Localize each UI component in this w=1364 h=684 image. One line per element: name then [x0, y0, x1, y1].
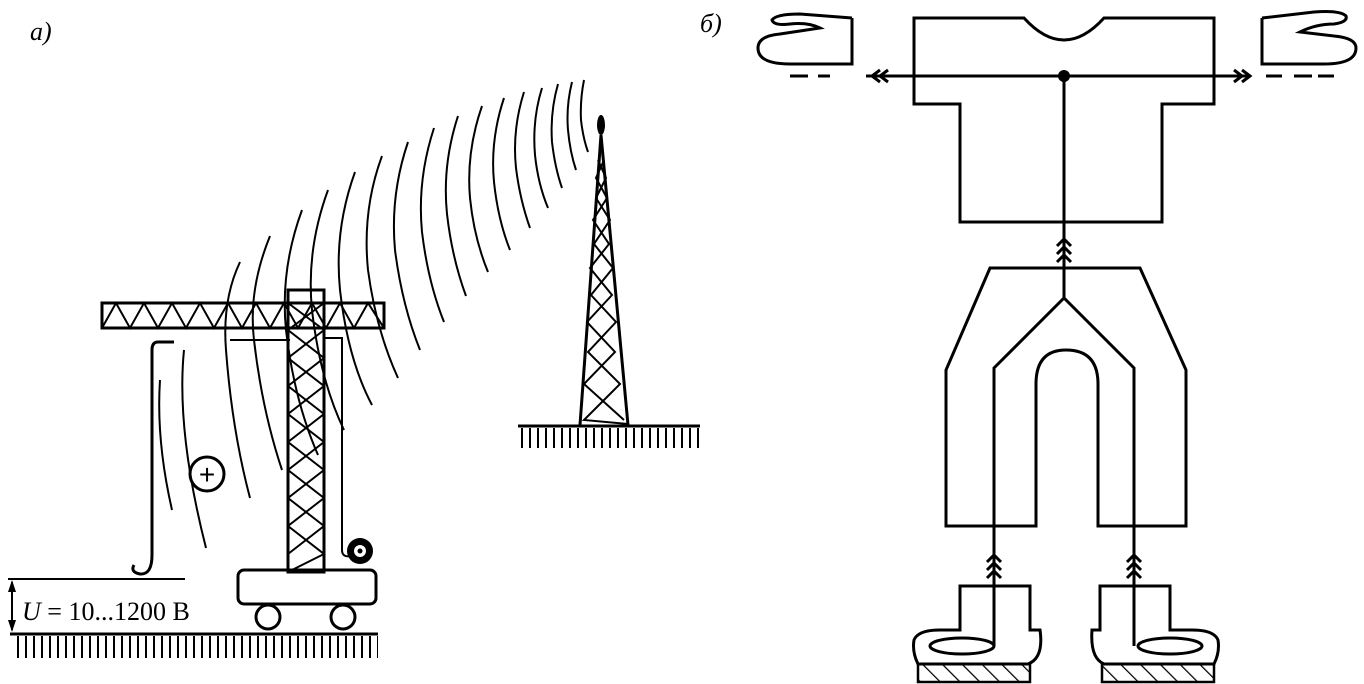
em-wave-arcs	[158, 79, 589, 549]
sleeve-conductor	[866, 68, 1253, 84]
crane-boom	[100, 300, 386, 331]
voltage-dimension: U = 10...1200 В	[8, 578, 190, 632]
ground-a	[10, 632, 378, 658]
crane-cart	[236, 568, 378, 631]
right-glove	[1260, 10, 1358, 78]
winch-rope	[324, 337, 353, 558]
tower-ground	[518, 424, 700, 448]
leg-conductor-left	[985, 526, 1003, 646]
svg-text:+: +	[199, 459, 215, 490]
left-glove	[756, 12, 854, 78]
body-conductor	[1055, 76, 1073, 298]
panel-a: а) U = 10...1200 В	[8, 17, 700, 658]
positive-charge-symbol: +	[188, 455, 226, 493]
cable-drum	[347, 538, 373, 564]
panel-a-label: а)	[30, 17, 52, 46]
panel-b-label: б)	[700, 9, 722, 38]
jacket	[912, 16, 1216, 224]
radio-tower	[578, 115, 630, 426]
trousers	[944, 266, 1188, 528]
crane-cable	[131, 340, 174, 576]
voltage-label: U = 10...1200 В	[22, 597, 190, 626]
right-boot	[1090, 584, 1220, 684]
panel-b: б)	[700, 9, 1358, 684]
crane-mast	[286, 288, 326, 574]
left-boot	[912, 584, 1043, 684]
